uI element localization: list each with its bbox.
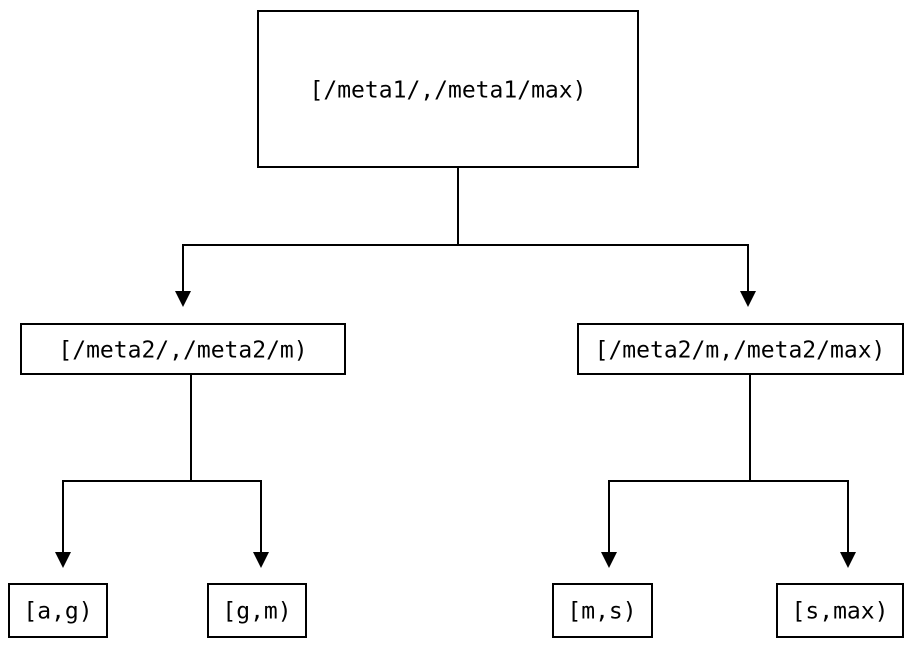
- node-leaf-g-m-label: [g,m): [222, 599, 291, 625]
- edge-line: [749, 374, 849, 552]
- node-level2-left[interactable]: [/meta2/,/meta2/m): [20, 323, 346, 375]
- arrowhead-down-icon: [55, 552, 71, 568]
- node-leaf-g-m-box[interactable]: [207, 583, 307, 638]
- node-leaf-a-g-box[interactable]: [8, 583, 108, 638]
- arrowhead-down-icon: [740, 291, 756, 307]
- node-leaf-g-m[interactable]: [g,m): [207, 583, 307, 638]
- edge-root-to-level2-right: [457, 167, 756, 307]
- node-leaf-s-max-label: [s,max): [792, 599, 889, 625]
- node-level2-left-box[interactable]: [20, 323, 346, 375]
- node-level2-left-label: [/meta2/,/meta2/m): [58, 338, 307, 364]
- arrowhead-down-icon: [175, 291, 191, 307]
- node-root-label: [/meta1/,/meta1/max): [310, 78, 587, 104]
- edge-level2-right-to-leaf-m-s: [601, 374, 751, 568]
- node-level2-right[interactable]: [/meta2/m,/meta2/max): [577, 323, 904, 375]
- node-leaf-a-g[interactable]: [a,g): [8, 583, 108, 638]
- arrowhead-down-icon: [601, 552, 617, 568]
- edge-level2-right-to-leaf-s-max: [749, 374, 856, 568]
- edge-layer: [55, 167, 856, 568]
- edge-line: [190, 374, 262, 552]
- node-level2-right-box[interactable]: [577, 323, 904, 375]
- node-leaf-a-g-label: [a,g): [23, 599, 92, 625]
- node-leaf-s-max-box[interactable]: [776, 583, 904, 638]
- edge-line: [182, 167, 459, 291]
- edge-level2-left-to-leaf-a-g: [55, 374, 192, 568]
- arrowhead-down-icon: [840, 552, 856, 568]
- edge-level2-left-to-leaf-g-m: [190, 374, 269, 568]
- node-layer: [/meta1/,/meta1/max) [/meta2/,/meta2/m) …: [8, 10, 904, 638]
- arrowhead-down-icon: [253, 552, 269, 568]
- node-leaf-m-s-box[interactable]: [552, 583, 653, 638]
- edge-line: [457, 167, 749, 291]
- edge-root-to-level2-left: [175, 167, 459, 307]
- node-root[interactable]: [/meta1/,/meta1/max): [257, 10, 639, 168]
- node-leaf-m-s-label: [m,s): [567, 599, 636, 625]
- node-level2-right-label: [/meta2/m,/meta2/max): [595, 338, 886, 364]
- node-leaf-m-s[interactable]: [m,s): [552, 583, 653, 638]
- edge-line: [62, 374, 192, 552]
- node-leaf-s-max[interactable]: [s,max): [776, 583, 904, 638]
- node-root-box[interactable]: [257, 10, 639, 168]
- edge-line: [608, 374, 751, 552]
